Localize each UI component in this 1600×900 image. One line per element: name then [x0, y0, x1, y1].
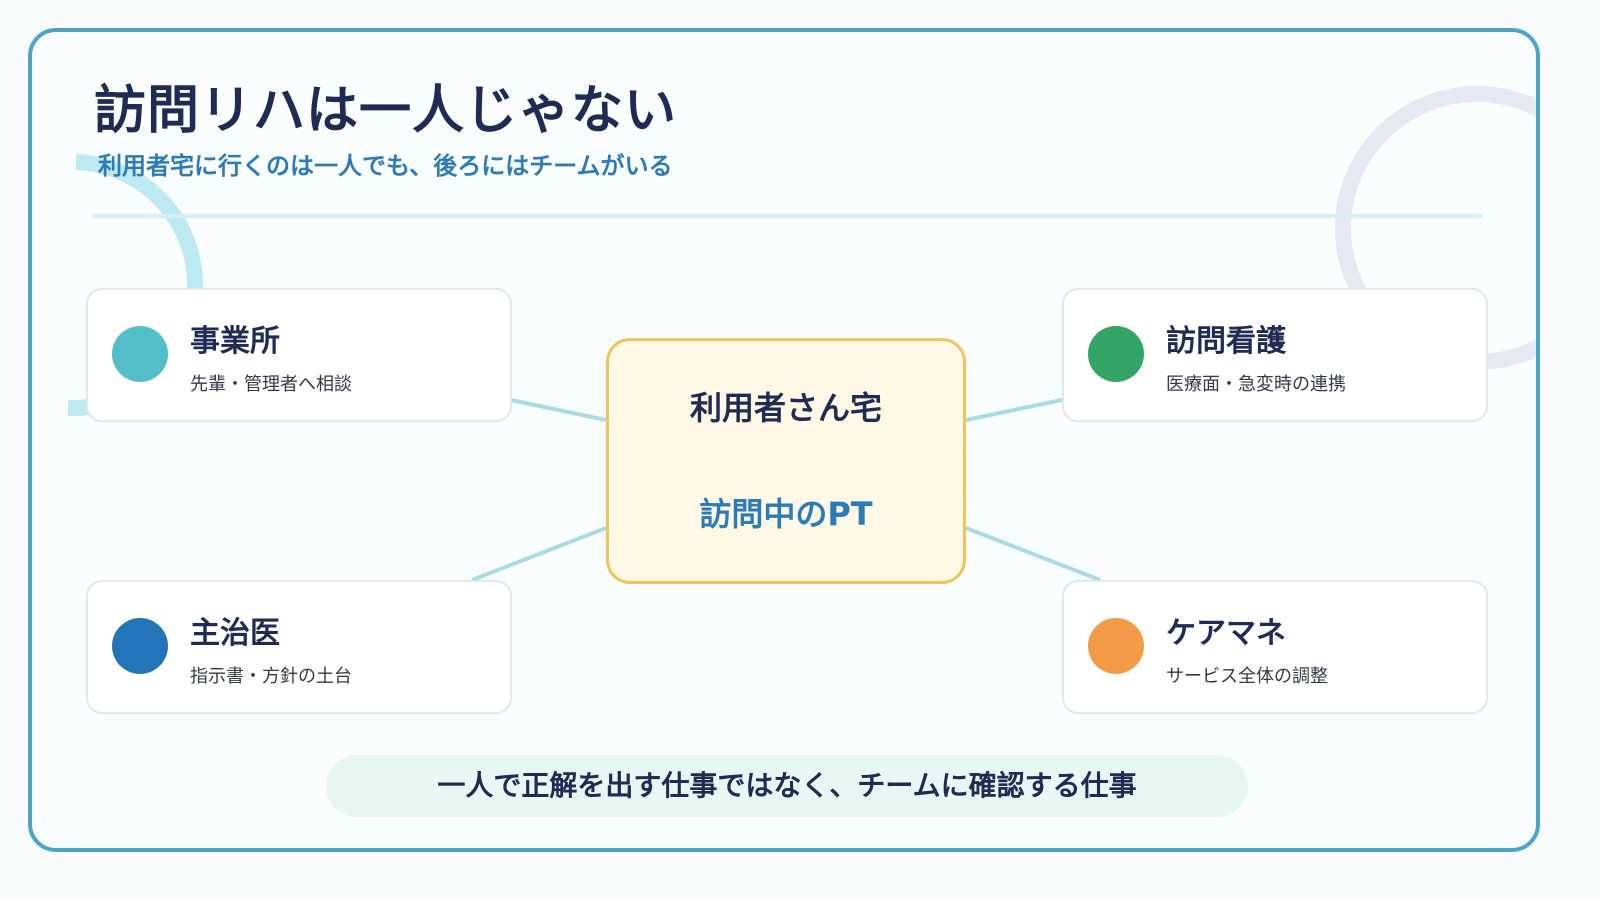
connector-office [510, 398, 607, 422]
node-desc-nursing: 医療面・急変時の連携 [1166, 374, 1346, 395]
page-subtitle: 利用者宅に行くのは一人でも、後ろにはチームがいる [98, 152, 673, 180]
node-card-caremanager: ケアマネ サービス全体の調整 [1062, 580, 1488, 714]
node-name-doctor: 主治医 [190, 616, 280, 651]
node-name-caremanager: ケアマネ [1166, 616, 1286, 651]
center-node-subtitle: 訪問中のPT [699, 495, 873, 533]
center-node: 利用者さん宅 訪問中のPT [606, 338, 966, 584]
node-dot-caremanager [1088, 618, 1144, 674]
slide: 訪問リハは一人じゃない 利用者宅に行くのは一人でも、後ろにはチームがいる 事業所… [28, 28, 1540, 852]
node-dot-nursing [1088, 326, 1144, 382]
title-divider [92, 214, 1482, 218]
footer-message: 一人で正解を出す仕事ではなく、チームに確認する仕事 [326, 755, 1248, 817]
node-desc-office: 先輩・管理者へ相談 [190, 374, 352, 395]
node-card-office: 事業所 先輩・管理者へ相談 [86, 288, 512, 422]
node-desc-doctor: 指示書・方針の土台 [190, 666, 352, 687]
node-card-nursing: 訪問看護 医療面・急変時の連携 [1062, 288, 1488, 422]
node-dot-office [112, 326, 168, 382]
node-name-nursing: 訪問看護 [1166, 324, 1286, 359]
node-card-doctor: 主治医 指示書・方針の土台 [86, 580, 512, 714]
connector-nursing [965, 398, 1063, 422]
page-title: 訪問リハは一人じゃない [94, 81, 678, 141]
center-node-title: 利用者さん宅 [689, 389, 882, 427]
node-dot-doctor [112, 618, 168, 674]
connector-caremanager [965, 526, 1101, 582]
connector-doctor [471, 526, 607, 582]
node-desc-caremanager: サービス全体の調整 [1166, 666, 1328, 687]
node-name-office: 事業所 [190, 324, 280, 359]
